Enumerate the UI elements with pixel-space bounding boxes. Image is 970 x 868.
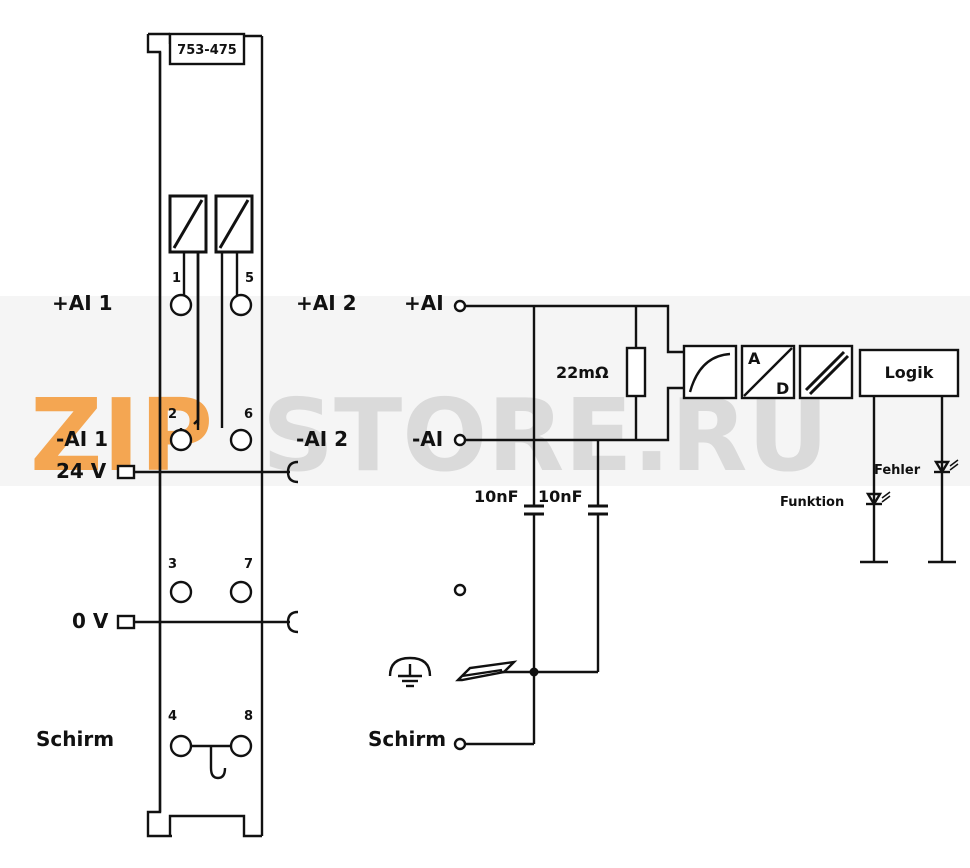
label-ai-minus: -AI — [412, 427, 443, 451]
cap1-label: 10nF — [474, 487, 519, 506]
label-ai1-minus: -AI 1 — [56, 427, 108, 451]
terminal-number-3: 3 — [168, 557, 177, 572]
part-number-box — [168, 32, 246, 66]
label-schirm-left: Schirm — [36, 727, 114, 751]
funktion-label: Funktion — [780, 495, 844, 510]
terminal-number-1: 1 — [172, 271, 181, 286]
open-node — [453, 583, 467, 597]
terminal-number-8: 8 — [244, 709, 253, 724]
junction — [529, 667, 539, 677]
cap2-label: 10nF — [538, 487, 583, 506]
label-ai2-plus: +AI 2 — [296, 291, 357, 315]
rail-24v — [116, 460, 299, 484]
led-fehler-icon — [933, 459, 959, 475]
label-schirm-right: Schirm — [368, 727, 446, 751]
terminal-number-2: 2 — [168, 407, 177, 422]
sensor-box-2 — [214, 194, 254, 254]
ad-label-d: D — [776, 379, 789, 398]
led-funktion-icon — [865, 491, 891, 507]
ad-label-a: A — [748, 349, 761, 368]
capacitor-1 — [524, 504, 544, 516]
sensor-box-1 — [168, 194, 208, 254]
resistor — [625, 346, 647, 398]
logic-label: Logik — [885, 363, 934, 382]
terminal-4 — [169, 734, 193, 758]
label-24v: 24 V — [56, 459, 107, 483]
schirm-node — [453, 737, 467, 751]
terminal-5 — [229, 293, 253, 317]
label-0v: 0 V — [72, 609, 109, 633]
isolation-block — [798, 344, 854, 400]
label-ai-plus: +AI — [404, 291, 444, 315]
rail-0v — [116, 610, 299, 634]
terminal-2 — [169, 428, 193, 452]
label-ai2-minus: -AI 2 — [296, 427, 348, 451]
terminal-8 — [229, 734, 253, 758]
terminal-7 — [229, 580, 253, 604]
shield-link — [191, 744, 231, 780]
ai-plus-node — [453, 299, 467, 313]
logic-block — [858, 348, 960, 398]
resistor-label: 22mΩ — [556, 363, 609, 382]
module-housing — [146, 32, 264, 838]
label-ai1-plus: +AI 1 — [52, 291, 113, 315]
terminal-3 — [169, 580, 193, 604]
part-number: 753-475 — [177, 43, 237, 58]
terminal-1 — [169, 293, 193, 317]
terminal-6 — [229, 428, 253, 452]
filter-block — [682, 344, 738, 400]
earth-icon — [388, 656, 432, 688]
terminal-number-5: 5 — [245, 271, 254, 286]
terminal-number-6: 6 — [244, 407, 253, 422]
terminal-number-4: 4 — [168, 709, 177, 724]
capacitor-2 — [588, 504, 608, 516]
ad-converter-block: A D — [740, 344, 796, 400]
din-rail-icon — [455, 660, 518, 682]
ai-minus-node — [453, 433, 467, 447]
terminal-number-7: 7 — [244, 557, 253, 572]
fehler-label: Fehler — [874, 463, 921, 478]
